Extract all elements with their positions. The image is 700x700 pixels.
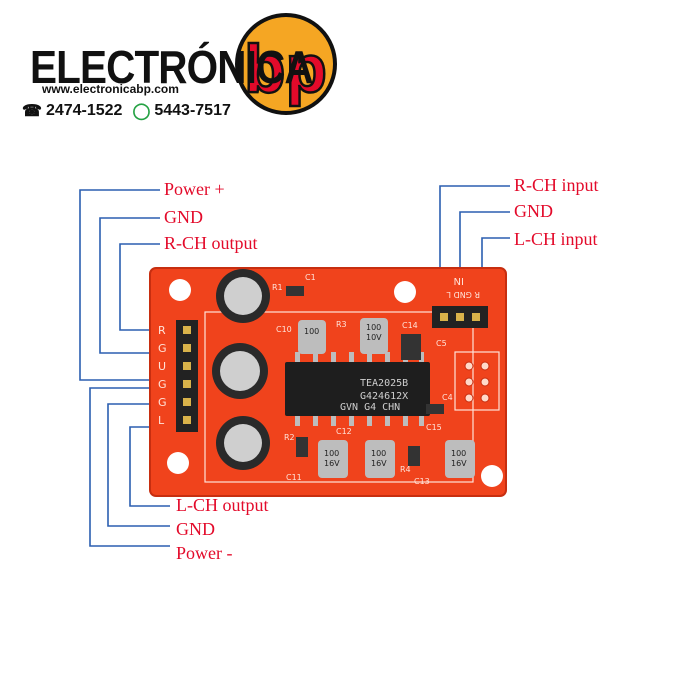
website-text: www.electronicabp.com [42, 82, 179, 96]
cap-marking: 100 [451, 449, 466, 458]
big-capacitors [212, 269, 270, 470]
label-l-ch-input: L-CH input [514, 229, 598, 249]
ref-label: C14 [402, 321, 418, 330]
chip-marking: TEA2025B [360, 378, 408, 389]
label-l-ch-output: L-CH output [176, 495, 269, 515]
ref-label: C4 [442, 393, 453, 402]
ref-label: C5 [436, 339, 447, 348]
cap-marking: 100 [371, 449, 386, 458]
line-power-plus [79, 189, 170, 381]
header-pin-labels: R G U G G L [158, 324, 167, 427]
cap-marking: 16V [324, 459, 340, 468]
ref-label: R1 [272, 283, 283, 292]
ref-label: C10 [276, 325, 292, 334]
mount-hole [167, 452, 189, 474]
ref-label: R4 [400, 465, 411, 474]
whatsapp-icon: ◯ [132, 103, 151, 120]
label-power-minus: Power - [176, 543, 233, 563]
header-pin-label: G [158, 342, 167, 355]
ref-label: C13 [414, 477, 430, 486]
cap-marking: 10V [366, 333, 382, 342]
phone-icon: ☎ [22, 103, 42, 120]
label-gnd-bottom: GND [176, 519, 215, 539]
pcb-board: R G U G G L TEA2025B G424612X GVN G4 CHN [149, 267, 507, 497]
input-pins-label: R GND L [446, 290, 480, 299]
line-power-minus [89, 387, 170, 547]
label-r-ch-output: R-CH output [164, 233, 258, 253]
line-r-ch-input [439, 185, 510, 270]
cap-marking: 16V [451, 459, 467, 468]
label-power-plus: Power + [164, 179, 225, 199]
ref-label: C11 [286, 473, 302, 482]
ic-chip [285, 362, 430, 416]
pin-header-left [176, 320, 198, 432]
label-gnd-top: GND [164, 207, 203, 227]
small-capacitors [298, 318, 475, 478]
ref-label: R3 [336, 320, 347, 329]
input-in-label: IN [454, 275, 464, 286]
line-gnd-bottom [107, 403, 170, 527]
brand-name: ELECTRÓNICA [30, 41, 314, 93]
header-pin-label: L [158, 414, 165, 427]
leader-lines [79, 185, 510, 547]
chip-marking: GVN G4 CHN [340, 402, 400, 413]
chip-marking: G424612X [360, 391, 408, 402]
mount-hole [481, 465, 503, 487]
line-r-ch-output [119, 243, 170, 331]
cap-marking: 100 [324, 449, 339, 458]
cap-marking: 100 [366, 323, 381, 332]
ref-label: C1 [305, 273, 316, 282]
logo-text: bp [244, 31, 327, 107]
mount-hole [169, 279, 191, 301]
label-gnd-input: GND [514, 201, 553, 221]
mount-hole [394, 281, 416, 303]
contact-row: ☎ 2474-1522 ◯ 5443-7517 [22, 101, 231, 121]
ref-label: C12 [336, 427, 352, 436]
ref-labels: C1 R1 C10 R3 C14 C5 R2 C11 C12 R4 C13 C1… [272, 273, 453, 486]
cap-marking: 100 [304, 327, 319, 336]
brand-logo: bp [235, 13, 337, 115]
header-pin-label: U [158, 360, 166, 373]
label-r-ch-input: R-CH input [514, 175, 599, 195]
ref-label: R2 [284, 433, 295, 442]
phone-number: 2474-1522 [45, 102, 123, 119]
line-gnd-input [459, 211, 510, 270]
whatsapp-number: 5443-7517 [154, 102, 231, 119]
ref-label: C15 [426, 423, 442, 432]
pad-block [454, 351, 500, 411]
header-pin-label: G [158, 396, 167, 409]
cap-marking: 16V [371, 459, 387, 468]
header-pin-label: R [158, 324, 166, 337]
line-gnd-top [99, 217, 170, 354]
line-l-ch-input [481, 237, 510, 270]
header-pin-label: G [158, 378, 167, 391]
